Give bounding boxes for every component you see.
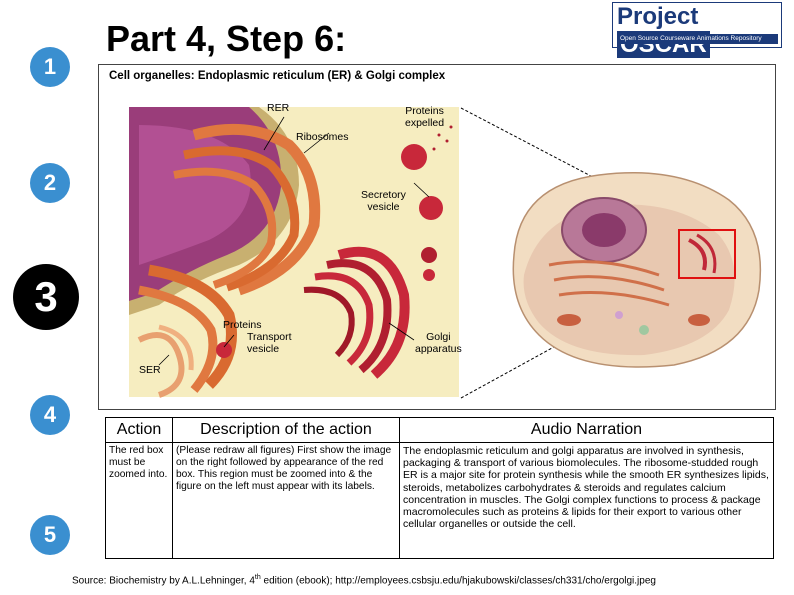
- header-action: Action: [105, 417, 173, 443]
- expelling-vesicle-shape: [401, 144, 427, 170]
- label-proteins-expelled: Proteins expelled: [405, 105, 445, 129]
- whole-cell-image: [512, 172, 762, 368]
- figure-panel: Cell organelles: Endoplasmic reticulum (…: [98, 64, 776, 410]
- label-golgi-apparatus: Golgi apparatus: [415, 331, 462, 355]
- cell-action: The red box must be zoomed into.: [105, 442, 173, 559]
- label-ser: SER: [139, 364, 161, 376]
- organelle-illustration: [129, 107, 762, 399]
- figure-caption: Cell organelles: Endoplasmic reticulum (…: [109, 70, 446, 82]
- action-table: Action Description of the action Audio N…: [105, 417, 774, 559]
- step-5-button[interactable]: 5: [30, 515, 70, 555]
- header-audio-narration: Audio Narration: [399, 417, 774, 443]
- zoom-connector-top: [460, 107, 695, 231]
- label-ribosomes: Ribosomes: [296, 131, 349, 143]
- action-text: The red box must be zoomed into.: [109, 445, 168, 480]
- zoom-target-red-box[interactable]: [678, 229, 736, 279]
- table-row: The red box must be zoomed into. (Please…: [105, 442, 774, 559]
- vesicle-1: [421, 247, 437, 263]
- label-secretory-vesicle: Secretory vesicle: [361, 189, 406, 213]
- page-title: Part 4, Step 6:: [106, 18, 347, 59]
- logo-brand: Project OSCAR: [617, 3, 781, 59]
- golgi-stack: [303, 246, 410, 379]
- header-description: Description of the action: [172, 417, 400, 443]
- transport-vesicle-shape: [216, 342, 232, 358]
- step-3-label: 3: [34, 273, 58, 320]
- cell-description: (Please redraw all figures) First show t…: [172, 442, 400, 559]
- label-proteins-transport-vesicle: Proteins Transport vesicle: [223, 319, 292, 355]
- step-3-button-active[interactable]: 3: [13, 264, 79, 330]
- label-rer: RER: [267, 102, 290, 114]
- audio-narration-text: The endoplasmic reticulum and golgi appa…: [403, 445, 769, 531]
- rer-membranes: [138, 123, 321, 393]
- secretory-vesicle-shape: [419, 196, 443, 220]
- step-5-label: 5: [43, 522, 57, 547]
- step-1-button[interactable]: 1: [30, 47, 70, 87]
- cell-audio-narration: The endoplasmic reticulum and golgi appa…: [399, 442, 774, 559]
- logo-tagline: Open Source Courseware Animations Reposi…: [617, 34, 778, 44]
- ser-tubules: [137, 324, 194, 398]
- table-header-row: Action Description of the action Audio N…: [105, 417, 774, 443]
- vesicle-2: [423, 269, 435, 281]
- step-4-label: 4: [43, 402, 57, 427]
- step-2-button[interactable]: 2: [30, 163, 70, 203]
- source-citation: Source: Biochemistry by A.L.Lehninger, 4…: [72, 574, 656, 587]
- step-2-label: 2: [43, 170, 57, 195]
- step-4-button[interactable]: 4: [30, 395, 70, 435]
- description-text: (Please redraw all figures) First show t…: [176, 445, 392, 492]
- zoomed-detail-image: [129, 107, 459, 398]
- project-oscar-logo: Project OSCAR Open Source Courseware Ani…: [612, 2, 782, 58]
- step-1-label: 1: [43, 54, 57, 79]
- logo-brand-project: Project: [617, 3, 699, 30]
